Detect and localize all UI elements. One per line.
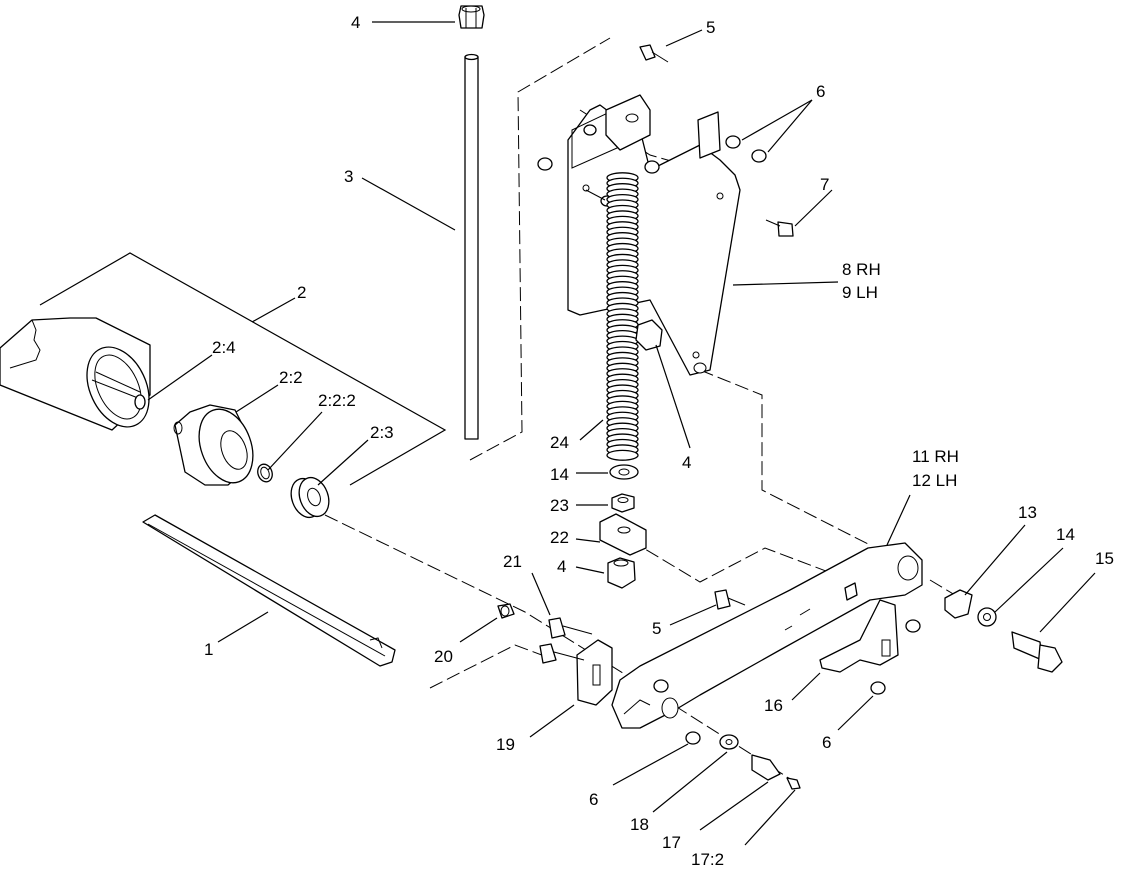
- lock-nut-low: [607, 557, 636, 589]
- nut-6-upper: [537, 135, 767, 174]
- washer-upper: [609, 464, 639, 480]
- bolt-7: [765, 219, 794, 237]
- callout-4-mid: 4: [682, 453, 691, 472]
- spacer-17: [751, 754, 781, 781]
- callout-18: 18: [630, 815, 649, 834]
- washer-14-right: [977, 607, 997, 627]
- callout-23: 23: [550, 496, 569, 515]
- spring: [606, 172, 639, 461]
- callout-1: 1: [204, 640, 213, 659]
- callout-5-top: 5: [706, 18, 715, 37]
- bolt-5-low: [714, 589, 746, 610]
- leader-lines: [147, 21, 1096, 846]
- callout-9-lh: 9 LH: [842, 283, 878, 302]
- callout-17-2: 17:2: [691, 850, 724, 869]
- plate-19: [576, 639, 613, 706]
- callout-24: 24: [550, 433, 569, 452]
- callout-19: 19: [496, 735, 515, 754]
- callout-13: 13: [1018, 503, 1037, 522]
- callout-2-4: 2:4: [212, 338, 236, 357]
- lock-nut-top: [458, 5, 485, 29]
- bearing-housing: [173, 404, 254, 486]
- callout-17: 17: [662, 833, 681, 852]
- spring-coil: [606, 449, 639, 461]
- callout-15: 15: [1095, 549, 1114, 568]
- callout-labels: 1 2 2:4 2:2 2:2:2 2:3 3 4 5 6 7 8 RH 9 L…: [204, 13, 1114, 869]
- callout-2-2-2: 2:2:2: [318, 391, 356, 410]
- callout-3: 3: [344, 167, 353, 186]
- bolts-21: [539, 617, 593, 664]
- callout-20: 20: [434, 647, 453, 666]
- washer-18: [719, 734, 739, 750]
- bolt-5-top: [639, 44, 669, 63]
- callout-6-left: 6: [589, 790, 598, 809]
- callout-6-top: 6: [816, 82, 825, 101]
- callout-6-right: 6: [822, 733, 831, 752]
- bolt-15: [1011, 631, 1063, 673]
- nut-23: [611, 493, 635, 513]
- lock-nut-mid: [635, 319, 663, 351]
- callout-4-top: 4: [351, 13, 360, 32]
- callout-8-rh: 8 RH: [842, 260, 881, 279]
- callout-12-lh: 12 LH: [912, 471, 957, 490]
- callout-2-2: 2:2: [279, 368, 303, 387]
- rod: [464, 53, 479, 440]
- bushing-small: [497, 603, 515, 619]
- nuts-6-lower: [653, 619, 921, 745]
- callout-7: 7: [820, 175, 829, 194]
- bushing-13: [944, 589, 973, 619]
- callout-16: 16: [764, 696, 783, 715]
- callout-4-low: 4: [557, 557, 566, 576]
- callout-14-upper: 14: [550, 465, 569, 484]
- callout-22: 22: [550, 528, 569, 547]
- scraper-bar: [142, 514, 396, 667]
- callout-2: 2: [297, 283, 306, 302]
- callout-11-rh: 11 RH: [912, 447, 959, 466]
- shaft-end: [134, 394, 146, 410]
- lower-arm: [611, 542, 923, 729]
- grease-fitting: [786, 777, 801, 790]
- callout-5-low: 5: [652, 619, 661, 638]
- roller-assembly-bracket: [39, 252, 447, 486]
- block-22: [599, 513, 647, 556]
- bracket-clip: [819, 599, 899, 673]
- callout-14-right: 14: [1056, 525, 1075, 544]
- bearing: [290, 476, 330, 519]
- roller-housing: [0, 317, 151, 431]
- callout-2-3: 2:3: [370, 423, 394, 442]
- callout-21: 21: [503, 552, 522, 571]
